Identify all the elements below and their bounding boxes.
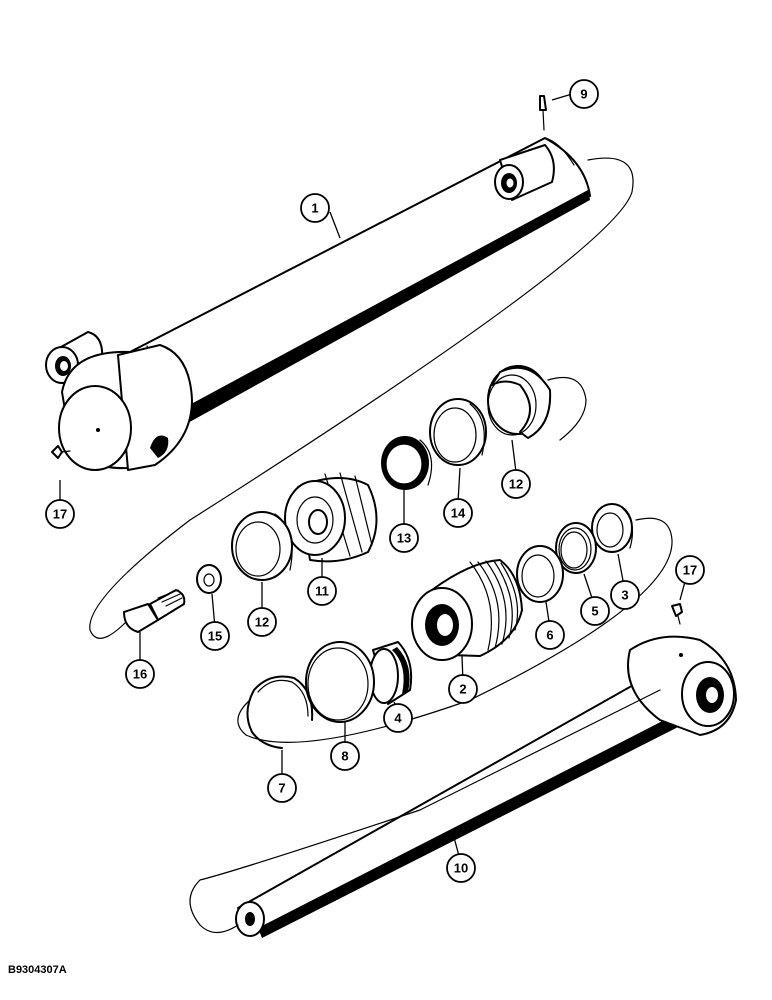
grease-fitting-rod [671, 603, 683, 625]
callout-8: 8 [330, 741, 360, 771]
svg-text:6: 6 [546, 628, 553, 643]
callout-11: 11 [307, 576, 337, 606]
grease-fitting-rear [51, 445, 71, 459]
callout-9: 9 [569, 79, 599, 109]
svg-text:14: 14 [451, 506, 466, 521]
svg-text:7: 7 [278, 781, 285, 796]
callout-7: 7 [267, 773, 297, 803]
callout-5: 5 [580, 596, 610, 626]
callout-10: 10 [446, 853, 476, 883]
svg-text:13: 13 [397, 531, 411, 546]
svg-text:12: 12 [509, 477, 523, 492]
piston-rod [235, 635, 737, 938]
callout-3: 3 [610, 580, 640, 610]
callout-16: 16 [125, 659, 155, 689]
callout-12-lower: 12 [247, 607, 277, 637]
svg-text:5: 5 [591, 604, 598, 619]
svg-text:2: 2 [459, 682, 466, 697]
callout-15: 15 [200, 621, 230, 651]
svg-text:1: 1 [311, 201, 318, 216]
callout-2: 2 [448, 674, 478, 704]
callout-14: 14 [443, 498, 473, 528]
svg-text:11: 11 [315, 584, 329, 599]
svg-text:4: 4 [394, 711, 402, 726]
callout-17-rod: 17 [675, 555, 705, 585]
callout-17-rear: 17 [45, 499, 75, 529]
callout-13: 13 [389, 523, 419, 553]
callout-1: 1 [300, 193, 330, 223]
svg-text:3: 3 [621, 588, 628, 603]
cylinder-barrel [45, 95, 591, 471]
svg-text:9: 9 [580, 87, 587, 102]
svg-text:17: 17 [53, 507, 67, 522]
svg-text:10: 10 [454, 861, 468, 876]
svg-text:15: 15 [208, 629, 222, 644]
gland-seal-group [123, 365, 552, 633]
drawing-reference-code: B9304307A [8, 964, 67, 976]
callout-4: 4 [383, 703, 413, 733]
svg-text:17: 17 [683, 563, 697, 578]
callout-12-upper: 12 [501, 469, 531, 499]
piston-seal-group [246, 503, 633, 749]
svg-text:16: 16 [133, 667, 147, 682]
svg-text:8: 8 [341, 749, 348, 764]
callout-6: 6 [535, 620, 565, 650]
svg-text:12: 12 [255, 615, 269, 630]
